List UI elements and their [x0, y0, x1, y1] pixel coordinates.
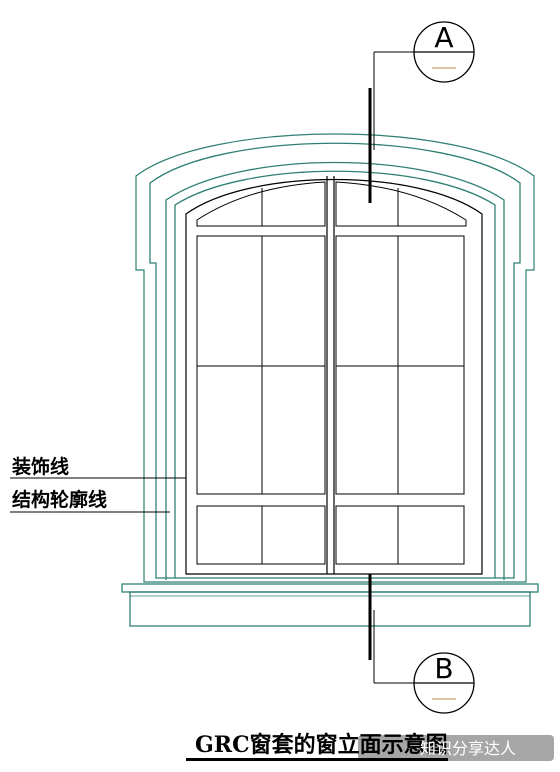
window-frame: [185, 176, 483, 575]
marker-a-text: A: [434, 21, 453, 54]
window-surround: [135, 133, 535, 583]
main-sashes: [196, 235, 465, 495]
bottom-lights: [196, 505, 465, 565]
title-text: GRC窗套的窗立面示意图: [195, 732, 448, 758]
decorative-line-label: 装饰线: [11, 455, 69, 478]
top-lights: [196, 181, 467, 227]
section-marker-a: A: [413, 21, 475, 83]
section-line-a: [368, 51, 415, 203]
marker-b-text: B: [434, 652, 453, 685]
drawing-title: GRC窗套的窗立面示意图: [186, 732, 448, 761]
section-marker-b: B: [413, 652, 475, 714]
structural-outline-label: 结构轮廓线: [12, 488, 107, 511]
window-sill: [121, 583, 539, 627]
label-structural-outline: 结构轮廓线: [10, 488, 170, 513]
watermark: 知识分享达人: [358, 735, 554, 761]
section-line-b: [368, 574, 415, 684]
watermark-text: 知识分享达人: [420, 739, 516, 758]
label-decorative-line: 装饰线: [10, 455, 186, 479]
